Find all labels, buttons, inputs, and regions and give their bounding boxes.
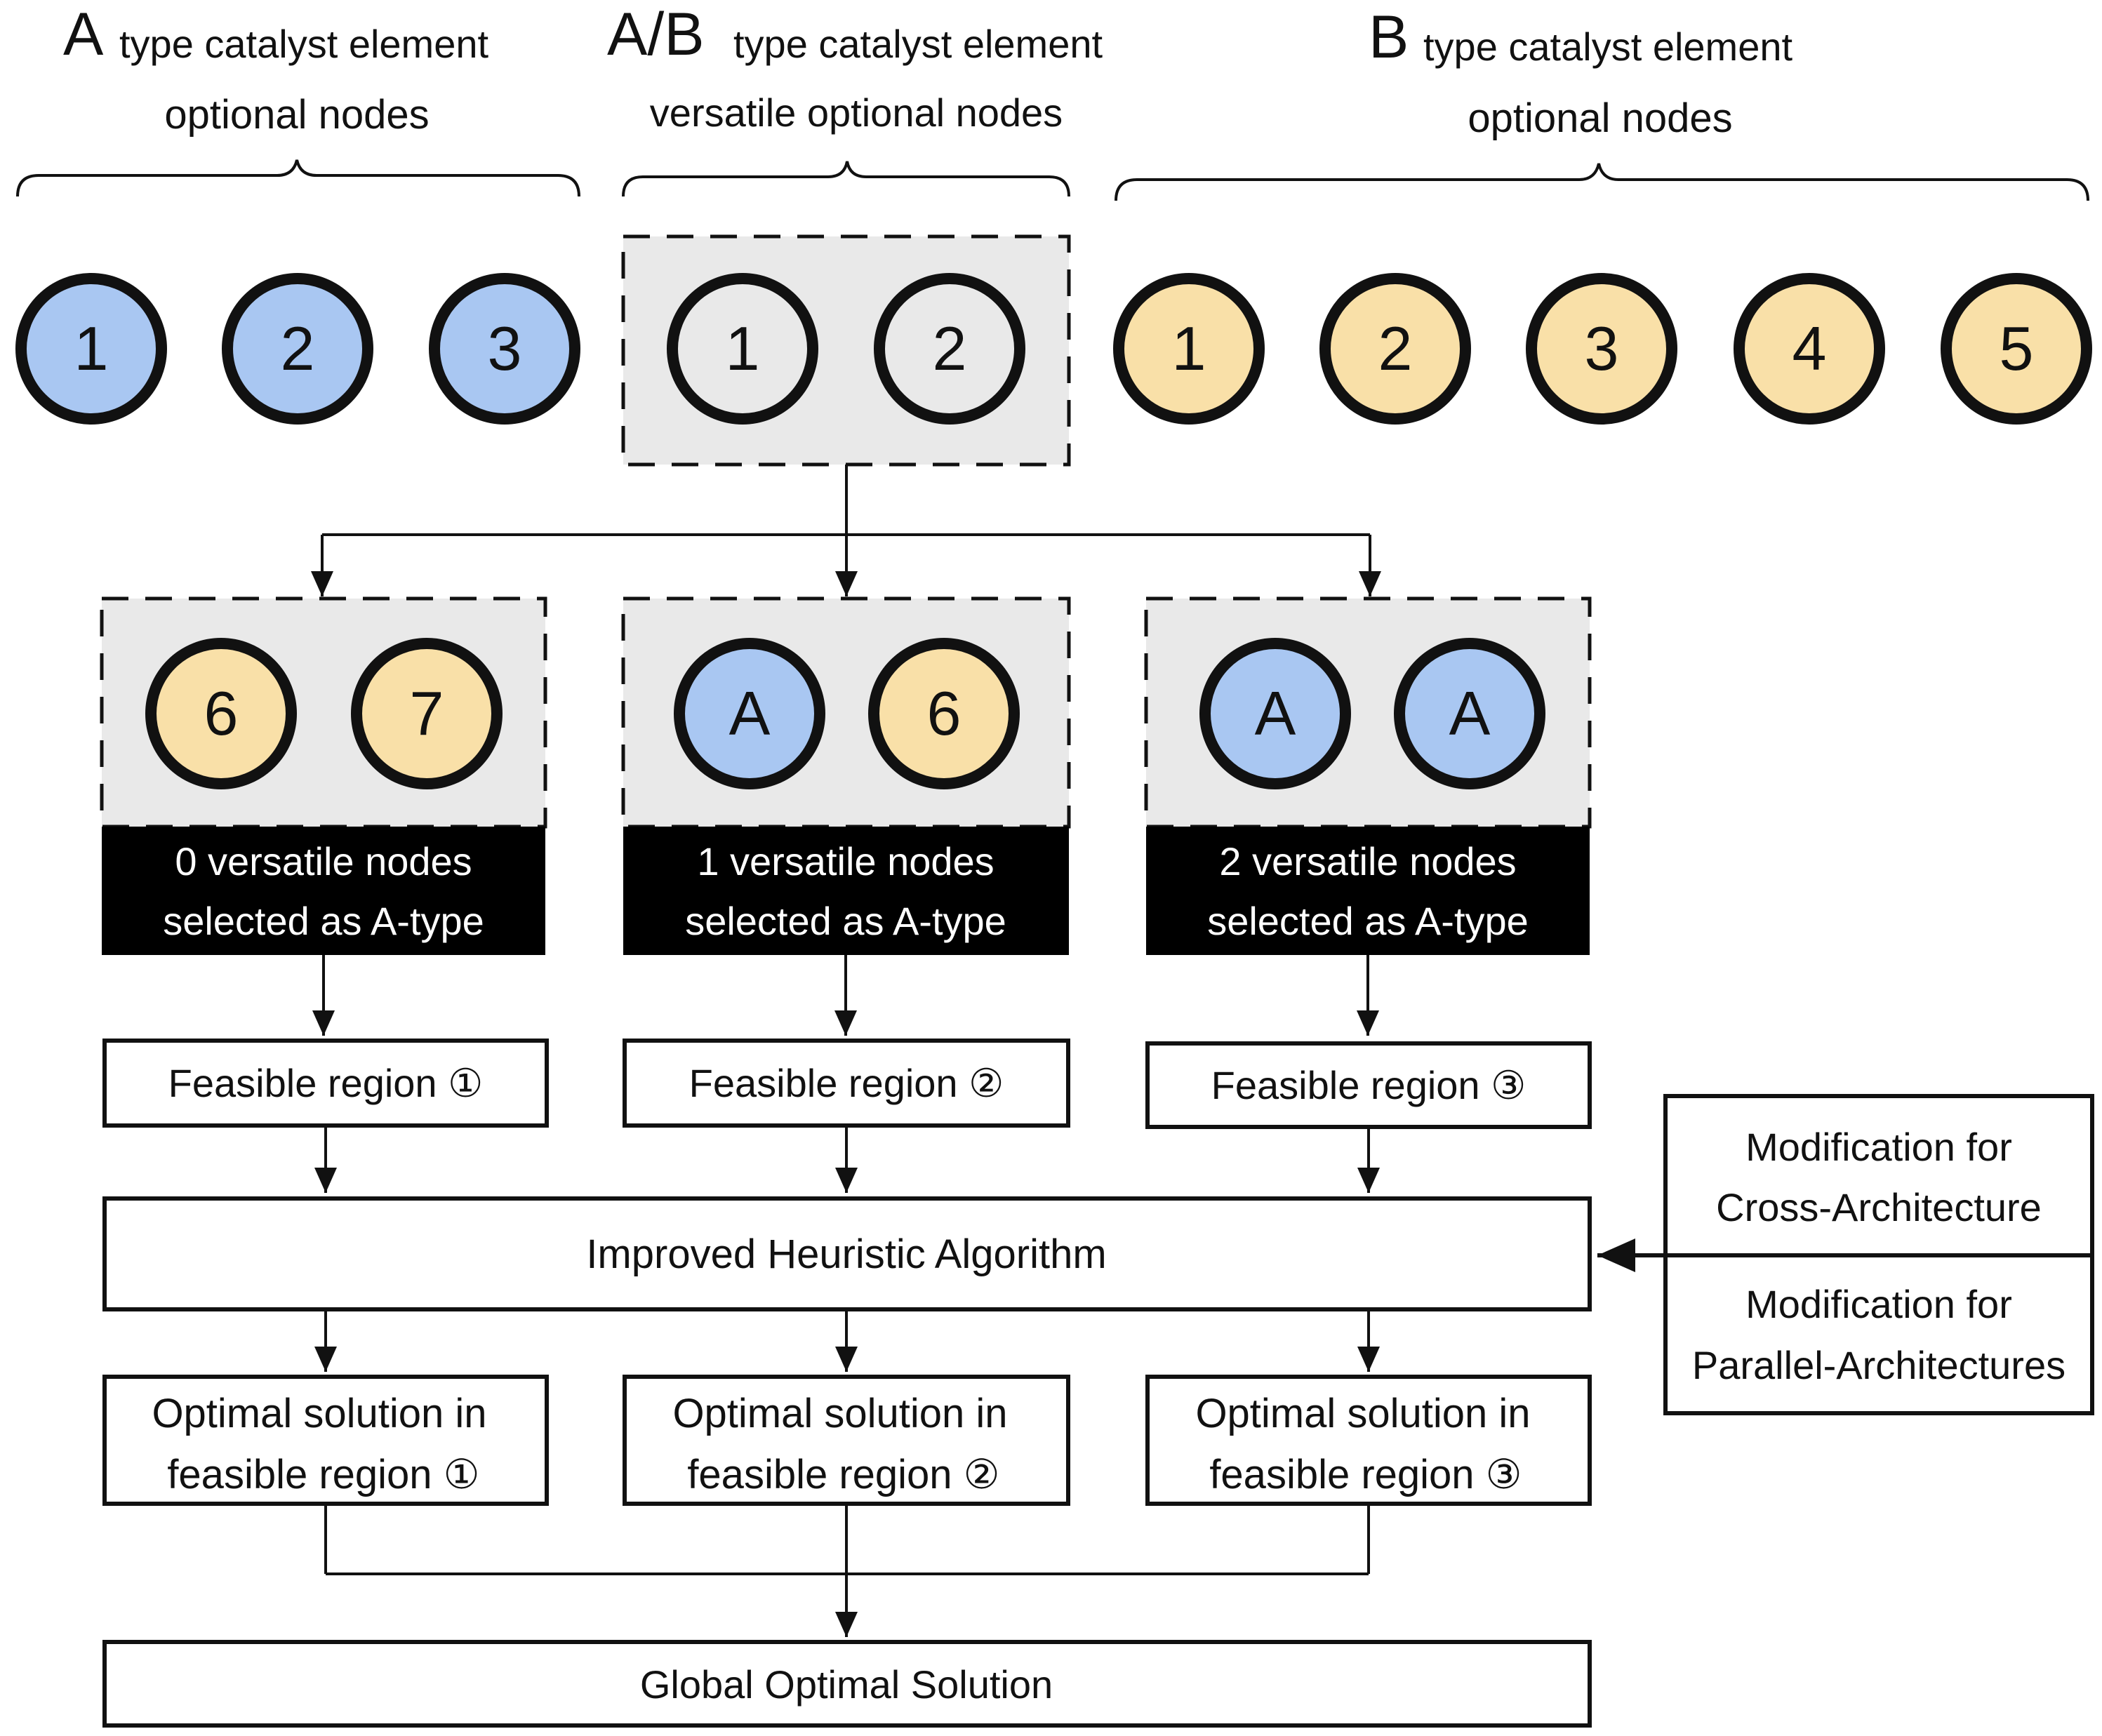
b-type-node-3-label: 3 — [1585, 314, 1619, 383]
branch-1-caption-line2: selected as A-type — [163, 899, 484, 943]
global-optimal-label: Global Optimal Solution — [640, 1662, 1053, 1707]
feasible-region-3: Feasible region ③ — [1145, 1041, 1592, 1129]
modification-parallel-line2: Parallel-Architectures — [1692, 1343, 2066, 1387]
split-connectors — [311, 465, 1381, 596]
versatile-node-1-label: 1 — [726, 314, 760, 383]
optimal-solution-1-line2: feasible region ① — [167, 1452, 479, 1497]
branch-2-caption-line1: 1 versatile nodes — [697, 839, 994, 883]
a-type-node-3: 3 — [429, 273, 580, 425]
header-b-type: B type catalyst element optional nodes — [1369, 4, 1792, 141]
feasible-region-1: Feasible region ① — [102, 1039, 549, 1128]
b-type-node-5-label: 5 — [2000, 314, 2034, 383]
brace-ab — [622, 161, 1070, 197]
a-type-node-1: 1 — [15, 273, 167, 425]
branch-3-caption-line1: 2 versatile nodes — [1219, 839, 1516, 883]
feasible-region-2: Feasible region ② — [623, 1039, 1070, 1128]
feasible-region-2-label: Feasible region ② — [689, 1061, 1004, 1105]
brace-a — [16, 159, 580, 197]
header-b-title: type catalyst element — [1423, 25, 1792, 69]
header-a-letter: A — [63, 1, 104, 68]
branch-1-node-2-label: 7 — [410, 679, 444, 748]
branch-1-caption-bg — [102, 827, 545, 955]
modification-cross-line1: Modification for — [1745, 1125, 2012, 1169]
feasible-region-1-label: Feasible region ① — [168, 1061, 484, 1105]
versatile-node-1: 1 — [667, 273, 818, 425]
branch-3: A A 2 versatile nodes selected as A-type — [1144, 596, 1592, 955]
header-a-title: type catalyst element — [119, 22, 488, 66]
optimal-solution-2-line2: feasible region ② — [687, 1452, 999, 1497]
b-type-node-2: 2 — [1319, 273, 1471, 425]
branch-3-caption-bg — [1146, 827, 1590, 955]
algorithm-box: Improved Heuristic Algorithm — [102, 1196, 1592, 1311]
optimal-solution-2-line1: Optimal solution in — [672, 1391, 1007, 1436]
header-ab-subtitle: versatile optional nodes — [650, 91, 1063, 135]
header-a-type: A type catalyst element optional nodes — [63, 1, 488, 138]
header-a-subtitle: optional nodes — [164, 92, 429, 138]
algorithm-label: Improved Heuristic Algorithm — [586, 1231, 1106, 1277]
header-ab-title: type catalyst element — [733, 22, 1103, 66]
branch-3-node-1-label: A — [1255, 679, 1296, 748]
branch-1-node-2: 7 — [351, 638, 503, 789]
versatile-node-2-label: 2 — [933, 314, 967, 383]
brace-b — [1115, 163, 2089, 201]
merge-connectors — [324, 1504, 1370, 1637]
a-type-node-2-label: 2 — [281, 314, 315, 383]
branch-1-caption-line1: 0 versatile nodes — [175, 839, 472, 883]
feasible-arrows — [314, 1126, 1380, 1193]
b-type-node-3: 3 — [1526, 273, 1677, 425]
caption-arrows — [312, 955, 1379, 1036]
branch-3-node-2-label: A — [1449, 679, 1491, 748]
branch-3-node-1: A — [1199, 638, 1351, 789]
optimal-solution-1: Optimal solution in feasible region ① — [102, 1375, 549, 1506]
branch-2-caption-bg — [623, 827, 1069, 955]
global-optimal-box: Global Optimal Solution — [102, 1640, 1592, 1728]
b-type-node-1-label: 1 — [1172, 314, 1206, 383]
feasible-region-3-label: Feasible region ③ — [1211, 1063, 1526, 1107]
a-type-node-1-label: 1 — [74, 314, 109, 383]
b-type-node-2-label: 2 — [1378, 314, 1413, 383]
header-ab-letter: A/B — [607, 1, 705, 68]
modification-parallel-line1: Modification for — [1745, 1282, 2012, 1326]
branch-2-node-2-label: 6 — [927, 679, 962, 748]
branch-2-node-2: 6 — [868, 638, 1020, 789]
branch-2: A 6 1 versatile nodes selected as A-type — [621, 596, 1071, 955]
optimal-solution-3-line1: Optimal solution in — [1195, 1391, 1530, 1436]
optimal-solution-3: Optimal solution in feasible region ③ — [1145, 1375, 1592, 1506]
b-type-node-4: 4 — [1734, 273, 1885, 425]
branch-1-node-1-label: 6 — [204, 679, 239, 748]
branch-3-node-2: A — [1394, 638, 1545, 789]
b-type-node-5: 5 — [1941, 273, 2092, 425]
a-type-node-2: 2 — [222, 273, 373, 425]
branch-2-caption-line2: selected as A-type — [685, 899, 1006, 943]
b-type-node-4-label: 4 — [1792, 314, 1827, 383]
branch-2-node-1: A — [674, 638, 825, 789]
branch-2-node-1-label: A — [729, 679, 771, 748]
versatile-node-2: 2 — [874, 273, 1025, 425]
b-type-node-1: 1 — [1113, 273, 1265, 425]
optimal-solution-2: Optimal solution in feasible region ② — [623, 1375, 1070, 1506]
branch-1-node-1: 6 — [145, 638, 297, 789]
optimal-solution-1-line1: Optimal solution in — [152, 1391, 486, 1436]
modifications-box: Modification for Cross-Architecture Modi… — [1663, 1094, 2094, 1415]
algorithm-arrows — [314, 1309, 1380, 1372]
header-ab-type: A/B type catalyst element versatile opti… — [607, 1, 1103, 135]
modification-cross-line2: Cross-Architecture — [1716, 1185, 2042, 1229]
a-type-node-3-label: 3 — [488, 314, 522, 383]
branch-1: 6 7 0 versatile nodes selected as A-type — [100, 596, 547, 955]
branch-3-caption-line2: selected as A-type — [1207, 899, 1529, 943]
optimal-solution-3-line2: feasible region ③ — [1209, 1452, 1522, 1497]
header-b-subtitle: optional nodes — [1468, 95, 1732, 141]
header-b-letter: B — [1369, 4, 1409, 71]
